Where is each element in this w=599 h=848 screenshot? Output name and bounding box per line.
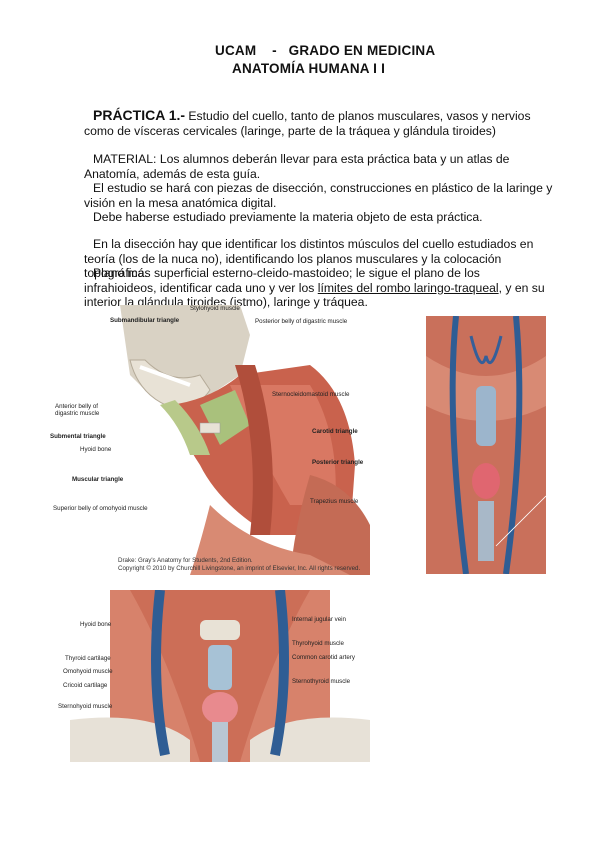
label-sternohyoid: Sternohyoid muscle bbox=[58, 703, 113, 710]
label-posterior-triangle: Posterior triangle bbox=[312, 459, 364, 466]
neck-triangles-illustration bbox=[120, 305, 370, 575]
label-hyoid-bone: Hyoid bone bbox=[80, 621, 112, 628]
label-sternothyroid: Sternothyroid muscle bbox=[292, 678, 351, 685]
figure-neck-triangles: Stylohyoid muscle Submandibular triangle… bbox=[50, 305, 370, 575]
label-trapezius: Trapezius muscle bbox=[310, 498, 359, 505]
label-scm: Sternocleidomastoid muscle bbox=[272, 391, 350, 398]
figure-neck-deep-view bbox=[426, 316, 546, 574]
label-stylohyoid: Stylohyoid muscle bbox=[190, 305, 240, 312]
label-muscular-triangle: Muscular triangle bbox=[72, 476, 124, 483]
header-line-2: ANATOMÍA HUMANA I I bbox=[232, 61, 386, 76]
caption-line-2: Copyright © 2010 by Churchill Livingston… bbox=[118, 565, 361, 572]
label-posterior-digastric: Posterior belly of digastric muscle bbox=[255, 318, 348, 325]
header-line-1: UCAM - GRADO EN MEDICINA bbox=[215, 43, 436, 58]
paragraph-practica: PRÁCTICA 1.- Estudio del cuello, tanto d… bbox=[84, 108, 554, 138]
label-cricoid: Cricoid cartilage bbox=[63, 682, 108, 689]
paragraph-diseccion: En la disección hay que identificar los … bbox=[84, 237, 534, 281]
label-anterior-digastric-1: Anterior belly of bbox=[55, 403, 98, 410]
paragraph-material: MATERIAL: Los alumnos deberán llevar par… bbox=[84, 152, 510, 181]
label-omohyoid-muscle: Omohyoid muscle bbox=[63, 668, 113, 675]
label-omohyoid: Superior belly of omohyoid muscle bbox=[53, 505, 148, 512]
figure-anterior-neck: Hyoid bone Internal jugular vein Thyrohy… bbox=[58, 590, 370, 762]
anterior-neck-illustration bbox=[70, 590, 370, 762]
practica-title: PRÁCTICA 1.- bbox=[93, 107, 186, 123]
paragraph-plano: Plano más superficial esterno-cleido-mas… bbox=[84, 266, 554, 310]
label-ijv: Internal jugular vein bbox=[292, 616, 347, 623]
neck-deep-illustration bbox=[426, 316, 546, 574]
label-hyoid: Hyoid bone bbox=[80, 446, 112, 453]
caption-line-1: Drake: Gray's Anatomy for Students, 2nd … bbox=[118, 557, 253, 564]
label-carotid: Carotid triangle bbox=[312, 428, 358, 435]
label-thyrohyoid: Thyrohyoid muscle bbox=[292, 640, 344, 647]
label-thyroid-cartilage: Thyroid cartilage bbox=[65, 655, 111, 662]
rombo-link: límites del rombo laringo-traqueal bbox=[317, 280, 499, 295]
label-common-carotid: Common carotid artery bbox=[292, 654, 355, 661]
practica-text: Estudio del cuello, tanto de planos musc… bbox=[84, 109, 531, 138]
paragraph-estudio: El estudio se hará con piezas de disecci… bbox=[84, 181, 553, 210]
label-anterior-digastric-2: digastric muscle bbox=[55, 410, 100, 417]
paragraph-previo: Debe haberse estudiado previamente la ma… bbox=[93, 210, 483, 224]
label-submental: Submental triangle bbox=[50, 433, 106, 440]
plano-text-a: Plano más superficial esterno-cleido-mas… bbox=[84, 266, 480, 295]
label-submandibular: Submandibular triangle bbox=[110, 317, 180, 324]
